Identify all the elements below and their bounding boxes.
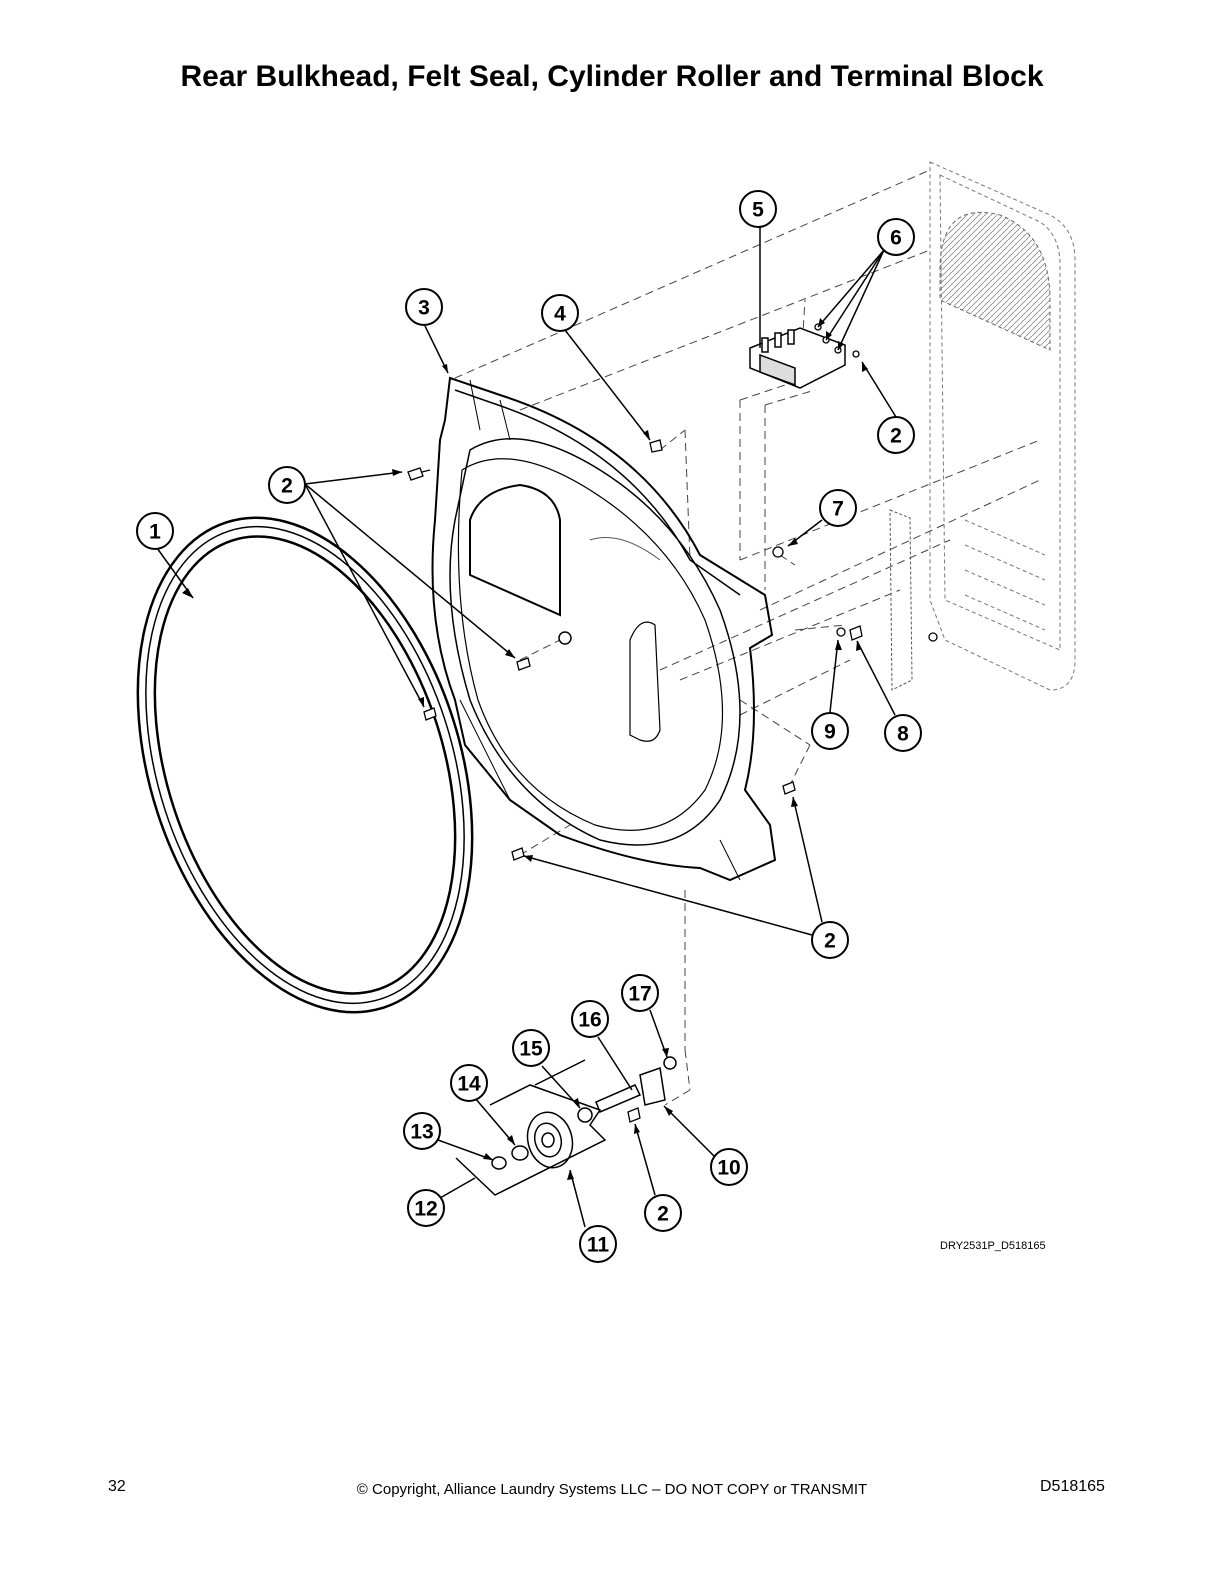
rear-panel: [929, 161, 1076, 691]
alignment-lines: [454, 169, 1041, 1106]
callout-6: [877, 218, 915, 256]
callout-label-4: 4: [554, 303, 566, 326]
callout-17: [621, 974, 659, 1012]
callout-8: [884, 714, 922, 752]
callout-4: [541, 294, 579, 332]
callout-14: [450, 1064, 488, 1102]
roller-assembly: [491, 1056, 677, 1170]
callout-2c: [811, 921, 849, 959]
copyright-notice: © Copyright, Alliance Laundry Systems LL…: [356, 1481, 868, 1498]
rear-bracket: [889, 509, 913, 691]
callout-1: [136, 512, 174, 550]
fasteners: [407, 323, 938, 1123]
terminal-block: [749, 327, 846, 389]
roller-group-bracket: [455, 1059, 607, 1196]
callout-label-14: 14: [457, 1073, 481, 1096]
callout-3: [405, 288, 443, 326]
callout-12: [407, 1189, 445, 1227]
callout-labels: 1 2 3 4 5 6 2 7 9 8 2 17 16 15 14 13 10 …: [149, 199, 909, 1257]
callout-label-2d: 2: [657, 1203, 669, 1226]
callout-label-2b: 2: [890, 425, 902, 448]
callout-10: [710, 1148, 748, 1186]
callout-2d: [644, 1194, 682, 1232]
callout-13: [403, 1112, 441, 1150]
leader-arrowheads: [182, 318, 868, 1180]
document-number: D518165: [1040, 1478, 1105, 1495]
callout-label-10: 10: [717, 1157, 740, 1180]
callout-15: [512, 1029, 550, 1067]
callout-11: [579, 1225, 617, 1263]
callout-2a: [268, 466, 306, 504]
felt-seal: [136, 516, 474, 1014]
page-number: 32: [108, 1478, 126, 1495]
rear-bulkhead: [431, 376, 777, 882]
callout-label-8: 8: [897, 723, 909, 746]
callout-label-2a: 2: [281, 475, 293, 498]
callout-label-13: 13: [410, 1121, 433, 1144]
callout-9: [811, 712, 849, 750]
callout-label-12: 12: [414, 1198, 437, 1221]
callout-16: [571, 1000, 609, 1038]
callout-label-7: 7: [832, 498, 844, 521]
callout-label-17: 17: [628, 983, 651, 1006]
callout-label-2c: 2: [824, 930, 836, 953]
callout-label-5: 5: [752, 199, 764, 222]
callout-label-16: 16: [578, 1009, 601, 1032]
callout-7: [819, 489, 857, 527]
callout-label-15: 15: [519, 1038, 543, 1061]
callout-5: [739, 190, 777, 228]
callout-label-9: 9: [824, 721, 836, 744]
figure-id: DRY2531P_D518165: [940, 1240, 1046, 1252]
callout-circles: [136, 190, 922, 1263]
callout-label-11: 11: [587, 1234, 610, 1257]
callout-label-3: 3: [418, 297, 430, 320]
callout-label-1: 1: [149, 521, 161, 544]
callout-label-6: 6: [890, 227, 902, 250]
callout-2b: [877, 416, 915, 454]
page-title: Rear Bulkhead, Felt Seal, Cylinder Rolle…: [180, 60, 1044, 93]
